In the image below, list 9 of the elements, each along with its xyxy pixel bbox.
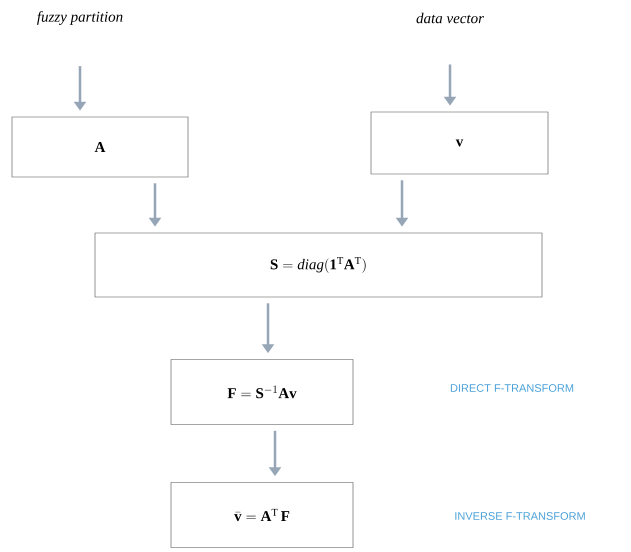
side-label: DIRECT F-TRANSFORM: [450, 384, 574, 392]
input-label: data vector: [416, 12, 484, 24]
formula-box: $\bar{\mathbf{v}} = \mathbf{A}^{\mathrm{T}}\,\mathbf{F}$: [170, 482, 354, 548]
input-label: fuzzy partition: [37, 11, 122, 25]
formula-box: v: [370, 112, 548, 174]
side-label: INVERSE F-TRANSFORM: [455, 512, 585, 520]
formula-box: $\mathbf{F}= \mathbf{S}^{-1}\mathbf{A}\mathbf{v}$: [170, 359, 354, 425]
formula-box: A: [12, 116, 188, 178]
formula-box: $\mathbf{S} = \mathit{diag}(\mathbf{1}^{\mathrm{T}}\mathbf{A}^{\mathrm{T}})$: [94, 232, 542, 298]
